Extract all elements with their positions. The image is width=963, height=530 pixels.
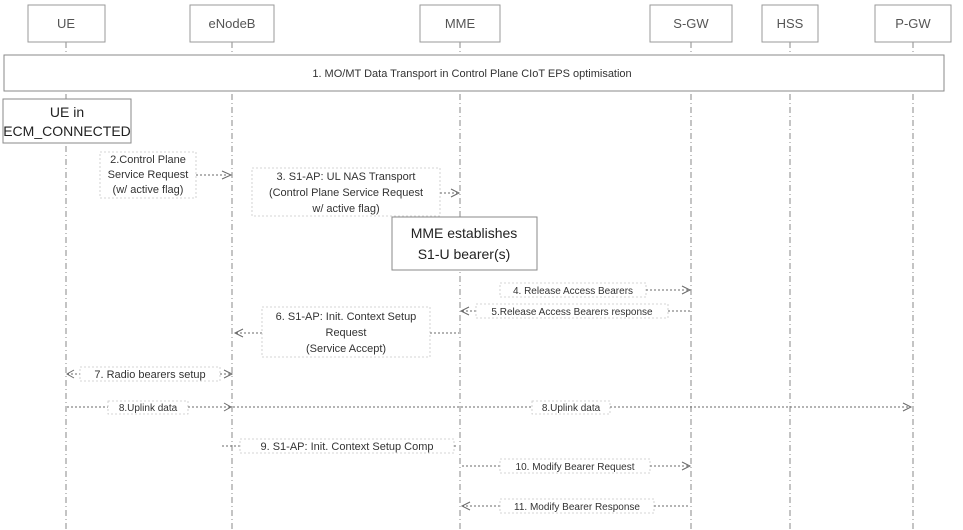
entity-label-hss: HSS <box>777 16 804 31</box>
mme-note-line1: MME establishes <box>411 225 518 241</box>
step8b-arrowhead <box>902 402 913 412</box>
entity-box-ue <box>27 4 106 43</box>
mme-note-box <box>391 216 538 271</box>
step8a-label: 8.Uplink data <box>119 403 178 414</box>
entity-label-sgw: S-GW <box>673 16 709 31</box>
step3-line1: 3. S1-AP: UL NAS Transport <box>277 171 416 183</box>
entity-label-enodeb: eNodeB <box>209 16 256 31</box>
step10-label: 10. Modify Bearer Request <box>516 462 635 473</box>
entity-label-mme: MME <box>445 16 476 31</box>
step7-label: 7. Radio bearers setup <box>94 369 205 381</box>
step5-label-box <box>475 303 669 319</box>
ue-state-box <box>2 98 132 144</box>
step5-arrowhead <box>459 306 470 316</box>
step7-arrowhead-right <box>223 369 234 379</box>
entity-box-sgw <box>649 4 733 43</box>
step6-line2: Request <box>326 327 367 339</box>
step2-line1: 2.Control Plane <box>110 154 186 166</box>
step6-line3: (Service Accept) <box>306 343 386 355</box>
ue-state-line1: UE in <box>50 104 84 120</box>
step2-line2: Service Request <box>108 169 189 181</box>
step4-arrowhead <box>681 285 692 295</box>
step5-label: 5.Release Access Bearers response <box>491 307 653 318</box>
entity-box-hss <box>761 4 819 43</box>
entity-box-pgw <box>874 4 952 43</box>
step8b-label: 8.Uplink data <box>542 403 601 414</box>
entity-label-ue: UE <box>57 16 75 31</box>
step2-line3: (w/ active flag) <box>113 184 184 196</box>
step3-line2: (Control Plane Service Request <box>269 187 423 199</box>
entity-box-mme <box>419 4 501 43</box>
entity-box-enodeb <box>189 4 275 43</box>
step10-arrowhead <box>681 461 692 471</box>
ue-state-line2: ECM_CONNECTED <box>3 123 131 139</box>
step1-box <box>3 54 945 92</box>
step6-arrowhead <box>233 328 244 338</box>
step11-label: 11. Modify Bearer Response <box>514 502 640 513</box>
step2-arrowhead <box>221 170 233 180</box>
mme-note-line2: S1-U bearer(s) <box>418 246 511 262</box>
step8a-label-box <box>107 400 189 415</box>
step9-label: 9. S1-AP: Init. Context Setup Comp <box>260 441 433 453</box>
step3-label-box <box>251 167 441 217</box>
step6-line1: 6. S1-AP: Init. Context Setup <box>276 311 417 323</box>
entity-label-pgw: P-GW <box>895 16 931 31</box>
step1-label: 1. MO/MT Data Transport in Control Plane… <box>312 68 631 80</box>
step8a-arrowhead <box>223 402 233 412</box>
step3-arrowhead <box>450 188 461 198</box>
step3-line3: w/ active flag) <box>311 203 379 215</box>
step4-label: 4. Release Access Bearers <box>513 286 633 297</box>
step2-label-box <box>99 151 197 199</box>
step6-label-box <box>261 306 431 358</box>
step7-label-box <box>79 366 221 382</box>
